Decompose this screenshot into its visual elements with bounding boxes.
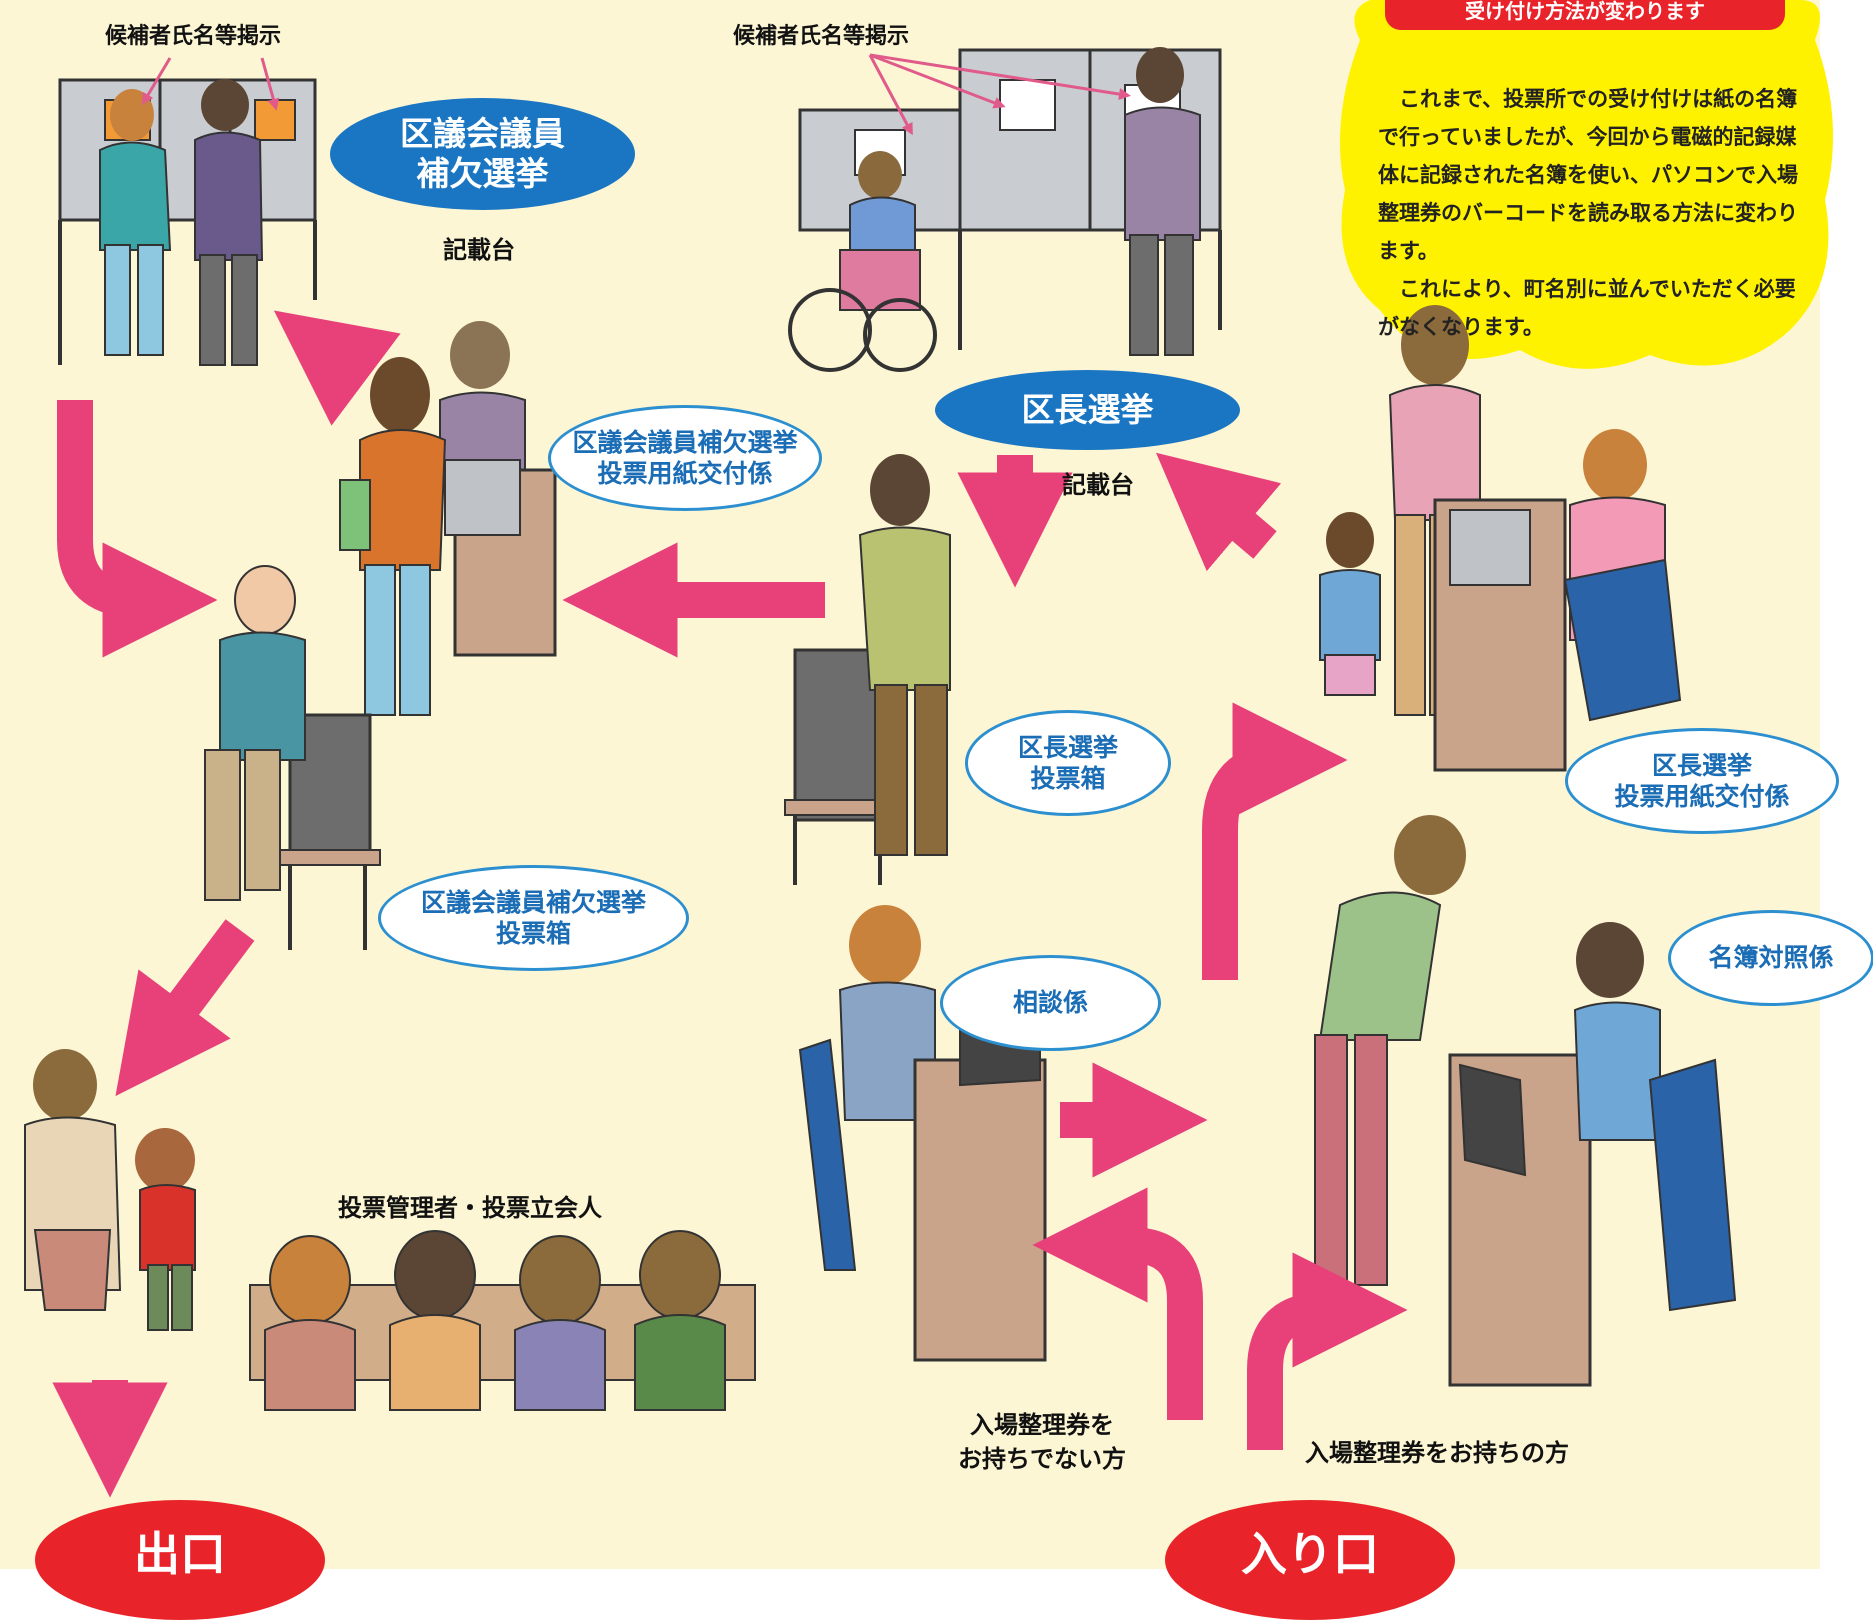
arrow-entrance-ticket (1247, 1252, 1408, 1450)
ward-council-by-election-badge: 区議会議員 補欠選挙 (330, 98, 635, 210)
arrow-to-head-booth (1156, 452, 1282, 572)
ballot-box-council (204, 565, 381, 950)
candidate-board-label-left: 候補者氏名等掲示 (105, 24, 282, 49)
label-text: 相談係 (1012, 988, 1088, 1018)
arrow-register-to-head-issue (1202, 702, 1348, 980)
exit-badge: 出口 (35, 1500, 325, 1620)
notice-cloud (1340, 0, 1833, 369)
candidate-board-label-center: 候補者氏名等掲示 (733, 24, 910, 49)
illustration (24, 0, 1833, 1498)
register-check-label: 名簿対照係 (1668, 910, 1873, 1006)
entrance-text: 入り口 (1241, 1527, 1379, 1581)
no-ticket-line-2: お持ちでない方 (958, 1445, 1126, 1473)
ward-head-election-badge: 区長選挙 (935, 370, 1240, 450)
officials-label: 投票管理者・投票立会人 (338, 1194, 602, 1222)
notice-paragraph-2: これにより、町名別に並んでいただく必要がなくなります。 (1378, 277, 1796, 339)
no-ticket-label: 入場整理券を お持ちでない方 (958, 1408, 1126, 1476)
arrow-to-council-box (57, 400, 218, 658)
consultation-desk (798, 905, 1047, 1362)
arrow-to-exit-family (115, 919, 255, 1097)
notice-title: 受け付け方法が変わります (1385, 0, 1785, 30)
officials-table (249, 1230, 756, 1411)
badge-text: 区長選挙 (1021, 390, 1154, 430)
ballot-issue-desk-head (1319, 305, 1682, 772)
label-line-1: 区議会議員補欠選挙 (420, 887, 646, 917)
label-text: 名簿対照係 (1708, 943, 1834, 973)
exiting-family (24, 1049, 196, 1331)
notice-body: これまで、投票所での受け付けは紙の名簿で行っていましたが、今回から電磁的記録媒体… (1378, 80, 1798, 346)
label-line-1: 区議会議員補欠選挙 (572, 427, 798, 457)
label-line-2: 投票箱 (1030, 764, 1106, 793)
label-line-1: 区長選挙 (1017, 732, 1118, 762)
writing-table-center: 記載台 (1062, 471, 1134, 499)
no-ticket-line-1: 入場整理券を (970, 1411, 1114, 1439)
label-line-2: 投票箱 (495, 919, 571, 948)
ballot-issue-council-label: 区議会議員補欠選挙 投票用紙交付係 (548, 405, 822, 511)
label-line-2: 投票用紙交付係 (1614, 782, 1790, 811)
ballot-box-council-label: 区議会議員補欠選挙 投票箱 (378, 865, 689, 971)
wheelchair-voter (788, 151, 937, 372)
label-line-2: 投票用紙交付係 (597, 459, 773, 488)
label-line-1: 区長選挙 (1651, 750, 1752, 780)
entrance-badge: 入り口 (1165, 1500, 1455, 1620)
exit-text: 出口 (134, 1527, 226, 1581)
voter-woman-booth (99, 89, 172, 356)
ballot-issue-desk-council (339, 321, 557, 716)
voter-man-booth-center (1124, 47, 1201, 356)
badge-line-1: 区議会議員 (400, 114, 565, 154)
voting-booth-left (58, 78, 317, 365)
voter-man-booth (194, 79, 264, 366)
arrow-to-council-booth (273, 310, 401, 426)
register-check-desk (1314, 815, 1737, 1387)
consultation-label: 相談係 (940, 955, 1161, 1051)
ballot-box-head-label: 区長選挙 投票箱 (965, 710, 1171, 816)
arrow-no-ticket (1032, 1187, 1203, 1420)
with-ticket-label: 入場整理券をお持ちの方 (1305, 1439, 1569, 1467)
writing-table-left: 記載台 (443, 236, 515, 264)
notice-paragraph-1: これまで、投票所での受け付けは紙の名簿で行っていましたが、今回から電磁的記録媒体… (1378, 87, 1798, 263)
ballot-box-head (784, 454, 951, 885)
flow-arrows (52, 310, 1408, 1498)
badge-line-2: 補欠選挙 (416, 154, 549, 193)
ballot-issue-head-label: 区長選挙 投票用紙交付係 (1565, 728, 1839, 834)
